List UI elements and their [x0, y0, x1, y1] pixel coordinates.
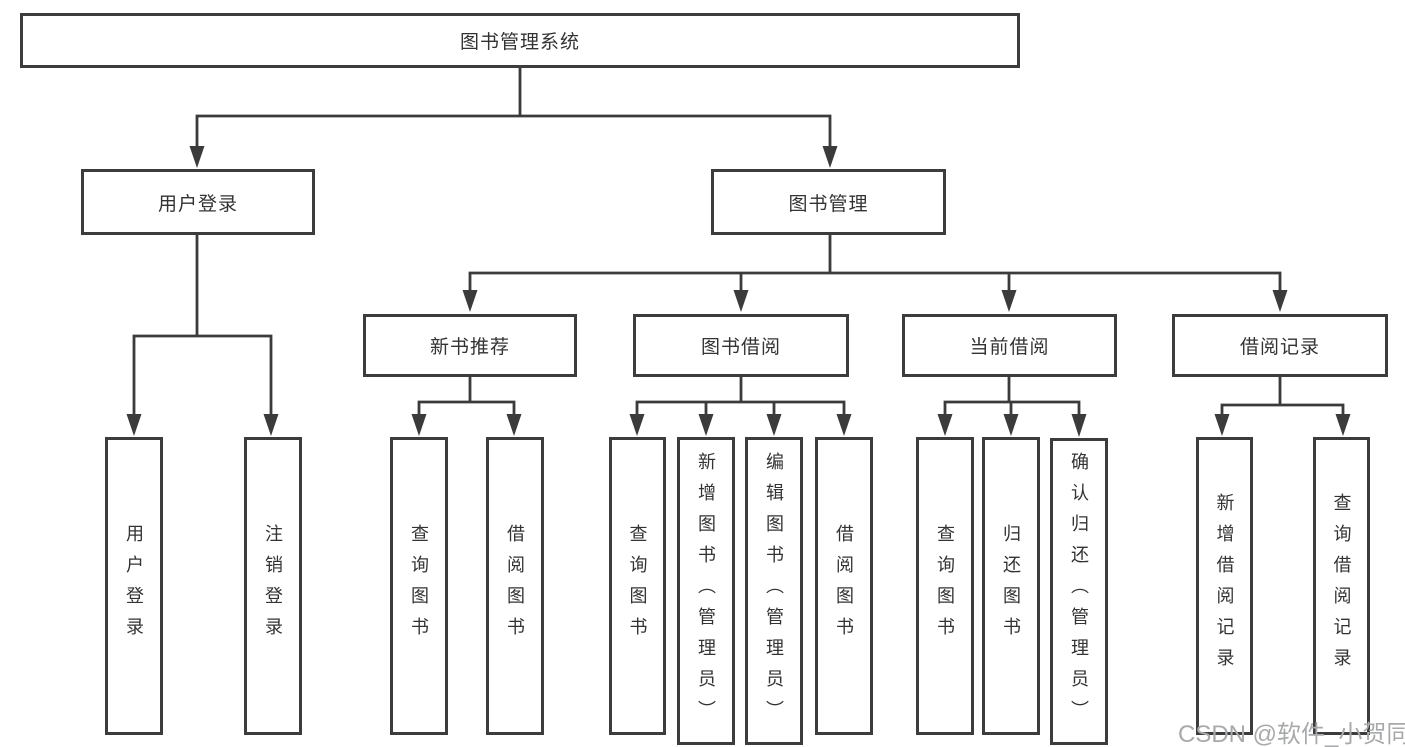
arrowhead	[1071, 414, 1087, 437]
leaf-records-add-borrow-record: 新增借阅记录	[1196, 437, 1253, 735]
arrowhead	[1003, 414, 1019, 436]
node-book-borrow-label: 图书借阅	[700, 337, 781, 358]
node-new-book-recommend: 新书推荐	[363, 314, 577, 377]
node-borrow-records-label: 借阅记录	[1239, 337, 1320, 358]
arrowhead	[836, 414, 852, 436]
node-root-label: 图书管理系统	[459, 32, 580, 53]
node-current-borrow-label: 当前借阅	[969, 337, 1050, 358]
node-root: 图书管理系统	[20, 13, 1020, 68]
leaf-borrow-borrow-books: 借阅图书	[815, 437, 873, 735]
arrowhead	[1214, 414, 1230, 436]
leaf-borrow-add-books-admin: 新增图书（管理员）	[677, 437, 735, 745]
connector-recommend	[417, 377, 516, 414]
leaf-logout: 注销登录	[244, 437, 302, 735]
node-current-borrow: 当前借阅	[902, 314, 1117, 377]
arrowhead	[733, 290, 749, 312]
arrowhead	[263, 414, 279, 436]
arrowhead	[126, 414, 142, 436]
leaf-current-query-books: 查询图书	[916, 437, 974, 735]
node-user-login-label: 用户登录	[157, 193, 238, 215]
arrowhead	[629, 414, 645, 436]
arrowhead	[189, 146, 205, 168]
leaf-current-return-books: 归还图书	[982, 437, 1040, 735]
arrowhead	[822, 146, 838, 168]
leaf-recommend-borrow-books: 借阅图书	[486, 437, 544, 735]
leaf-borrow-query-books: 查询图书	[609, 437, 666, 735]
watermark: CSDN @软件_小贺同学	[1178, 721, 1405, 747]
connector-mgmt	[468, 235, 1282, 291]
leaf-records-query-borrow-record: 查询借阅记录	[1313, 437, 1370, 735]
leaf-recommend-query-books: 查询图书	[390, 437, 448, 735]
arrowhead	[766, 414, 782, 436]
arrowhead	[506, 414, 522, 436]
node-book-management-label: 图书管理	[788, 193, 869, 215]
arrowhead	[411, 414, 427, 436]
arrowhead	[1272, 290, 1288, 312]
leaf-current-confirm-return-admin: 确认归还（管理员）	[1050, 438, 1108, 745]
leaf-user-login: 用户登录	[105, 437, 163, 735]
node-book-management: 图书管理	[711, 169, 946, 235]
connector-borrow	[635, 377, 846, 414]
arrowhead	[1335, 414, 1351, 436]
connector-records	[1220, 377, 1345, 414]
node-new-book-recommend-label: 新书推荐	[429, 337, 510, 358]
arrowhead	[462, 290, 478, 312]
arrowhead	[1001, 290, 1017, 312]
connector-current	[943, 377, 1081, 414]
node-book-borrow: 图书借阅	[633, 314, 849, 377]
arrowhead	[937, 414, 953, 436]
node-borrow-records: 借阅记录	[1172, 314, 1388, 377]
arrowhead	[698, 414, 714, 436]
connector-login	[132, 235, 273, 415]
leaf-borrow-edit-books-admin: 编辑图书（管理员）	[745, 437, 803, 745]
connector-root	[195, 68, 832, 147]
node-user-login: 用户登录	[81, 169, 315, 235]
